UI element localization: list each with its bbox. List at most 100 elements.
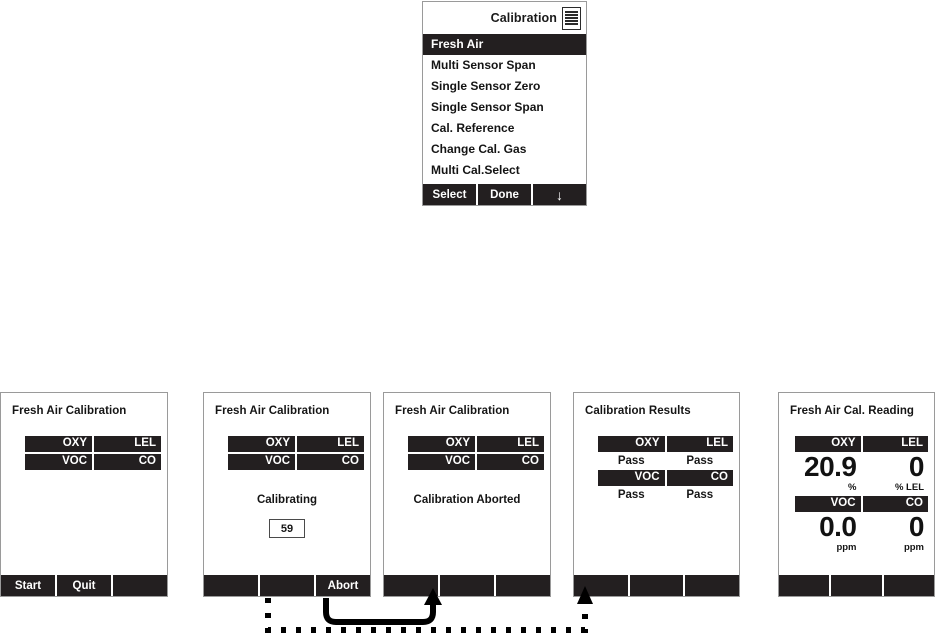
softkey-blank[interactable] [204, 575, 258, 596]
fresh-air-calibrating-screen: Fresh Air Calibration OXY LEL VOC CO Cal… [203, 392, 371, 597]
sensor-grid: OXY LEL VOC CO [408, 436, 544, 470]
sensor-label-lel: LEL [477, 436, 544, 452]
softkey-bar [779, 575, 934, 596]
sensor-label-co: CO [862, 496, 928, 512]
sensor-label-oxy: OXY [228, 436, 295, 452]
sensor-row: VOC CO [598, 470, 733, 486]
result-oxy: Pass [617, 455, 645, 467]
sensor-label-co: CO [666, 470, 733, 486]
softkey-blank[interactable] [685, 575, 739, 596]
softkey-blank[interactable] [260, 575, 314, 596]
result-voc: Pass [617, 489, 645, 501]
return-flow-dotted-path [265, 598, 588, 633]
softkey-select[interactable]: Select [423, 184, 476, 205]
softkey-blank[interactable] [883, 575, 934, 596]
menu-item-multi-sensor-span[interactable]: Multi Sensor Span [431, 58, 536, 72]
softkey-blank[interactable] [574, 575, 628, 596]
fresh-air-calibration-start-screen: Fresh Air Calibration OXY LEL VOC CO Sta… [0, 392, 168, 597]
sensor-label-lel: LEL [666, 436, 733, 452]
reading-value-row: 0.0 ppm 0 ppm [795, 511, 929, 554]
reading-unit-oxy: % [848, 482, 857, 493]
reading-value-lel: 0 [908, 451, 925, 482]
abort-flow-arrow-path [323, 598, 436, 625]
result-lel: Pass [686, 455, 714, 467]
reading-cell-voc: VOC [795, 496, 861, 512]
calibration-aborted-screen: Fresh Air Calibration OXY LEL VOC CO Cal… [383, 392, 551, 597]
softkey-quit[interactable]: Quit [57, 575, 111, 596]
sensor-label-voc: VOC [598, 470, 665, 486]
menu-item-multi-cal-select[interactable]: Multi Cal.Select [431, 163, 520, 177]
reading-block: OXY LEL 20.9 % 0 % LEL [795, 436, 928, 493]
menu-item-cal-reference[interactable]: Cal. Reference [431, 121, 515, 135]
softkey-bar: Abort [204, 575, 370, 596]
reading-value-row: 20.9 % 0 % LEL [795, 451, 929, 494]
calibration-results-screen: Calibration Results OXY LEL Pass Pass VO… [573, 392, 740, 597]
sensor-label-voc: VOC [25, 454, 92, 470]
softkey-down-arrow-icon[interactable]: ↓ [533, 184, 586, 205]
sensor-label-co: CO [94, 454, 161, 470]
menu-item-single-sensor-zero[interactable]: Single Sensor Zero [431, 79, 541, 93]
reading-label-row: VOC CO [795, 496, 928, 512]
softkey-abort[interactable]: Abort [316, 575, 370, 596]
page-title: Calibration Results [585, 405, 691, 417]
reading-value-co: 0 [908, 511, 925, 542]
page-title: Fresh Air Calibration [215, 405, 330, 417]
reading-cell-oxy: OXY [795, 436, 861, 452]
sensor-label-oxy: OXY [25, 436, 92, 452]
sensor-label-oxy: OXY [408, 436, 475, 452]
softkey-blank[interactable] [629, 575, 684, 596]
sensor-label-voc: VOC [408, 454, 475, 470]
reading-value-voc: 0.0 [819, 511, 857, 542]
page-title: Calibration [490, 11, 557, 25]
result-co: Pass [686, 489, 714, 501]
reading-block: VOC CO 0.0 ppm 0 ppm [795, 496, 928, 553]
sensor-label-lel: LEL [94, 436, 161, 452]
countdown-timer: 59 [269, 519, 305, 538]
reading-value-oxy: 20.9 [804, 451, 857, 482]
sensor-row: OXY LEL [598, 436, 733, 452]
sensor-label-voc: VOC [795, 496, 861, 512]
reading-label-row: OXY LEL [795, 436, 928, 452]
page-title: Fresh Air Calibration [395, 405, 510, 417]
sensor-row: OXY LEL [25, 436, 161, 452]
reading-cell-lel: LEL [862, 436, 928, 452]
sensor-label-lel: LEL [297, 436, 364, 452]
softkey-blank[interactable] [831, 575, 882, 596]
page-title: Fresh Air Cal. Reading [790, 405, 915, 417]
reading-unit-voc: ppm [836, 542, 857, 553]
sensor-label-oxy: OXY [795, 436, 861, 452]
sensor-grid: OXY LEL Pass Pass VOC CO Pass Pass [598, 436, 733, 504]
menu-item-list: Fresh Air Multi Sensor Span Single Senso… [423, 34, 586, 181]
softkey-blank[interactable] [496, 575, 550, 596]
softkey-blank[interactable] [113, 575, 167, 596]
softkey-start[interactable]: Start [1, 575, 55, 596]
reading-grid: OXY LEL 20.9 % 0 % LEL VOC [795, 436, 928, 553]
sensor-label-co: CO [297, 454, 364, 470]
softkey-bar [574, 575, 739, 596]
status-text: Calibration Aborted [413, 494, 521, 506]
fresh-air-cal-reading-screen: Fresh Air Cal. Reading OXY LEL 20.9 % 0 … [778, 392, 935, 597]
sensor-row: OXY LEL [228, 436, 364, 452]
sensor-grid: OXY LEL VOC CO [228, 436, 364, 470]
softkey-blank[interactable] [384, 575, 438, 596]
reading-cell-co: CO [862, 496, 928, 512]
sensor-label-oxy: OXY [598, 436, 665, 452]
softkey-blank[interactable] [440, 575, 494, 596]
menu-header: Calibration [423, 2, 586, 34]
menu-item-change-cal-gas[interactable]: Change Cal. Gas [431, 142, 527, 156]
reading-value-cell-oxy: 20.9 % [795, 451, 861, 494]
menu-item-single-sensor-span[interactable]: Single Sensor Span [431, 100, 544, 114]
sensor-grid: OXY LEL VOC CO [25, 436, 161, 470]
calibration-menu-screen: Calibration Fresh Air Multi Sensor Span … [422, 1, 587, 206]
status-text: Calibrating [256, 494, 318, 506]
sensor-row: VOC CO [228, 454, 364, 470]
menu-item-fresh-air[interactable]: Fresh Air [423, 34, 586, 55]
softkey-done[interactable]: Done [478, 184, 531, 205]
reading-unit-co: ppm [903, 542, 924, 553]
list-icon [562, 6, 581, 30]
page-title: Fresh Air Calibration [12, 405, 127, 417]
reading-value-cell-co: 0 ppm [863, 511, 929, 554]
sensor-label-co: CO [477, 454, 544, 470]
softkey-blank[interactable] [779, 575, 830, 596]
reading-value-cell-lel: 0 % LEL [863, 451, 929, 494]
